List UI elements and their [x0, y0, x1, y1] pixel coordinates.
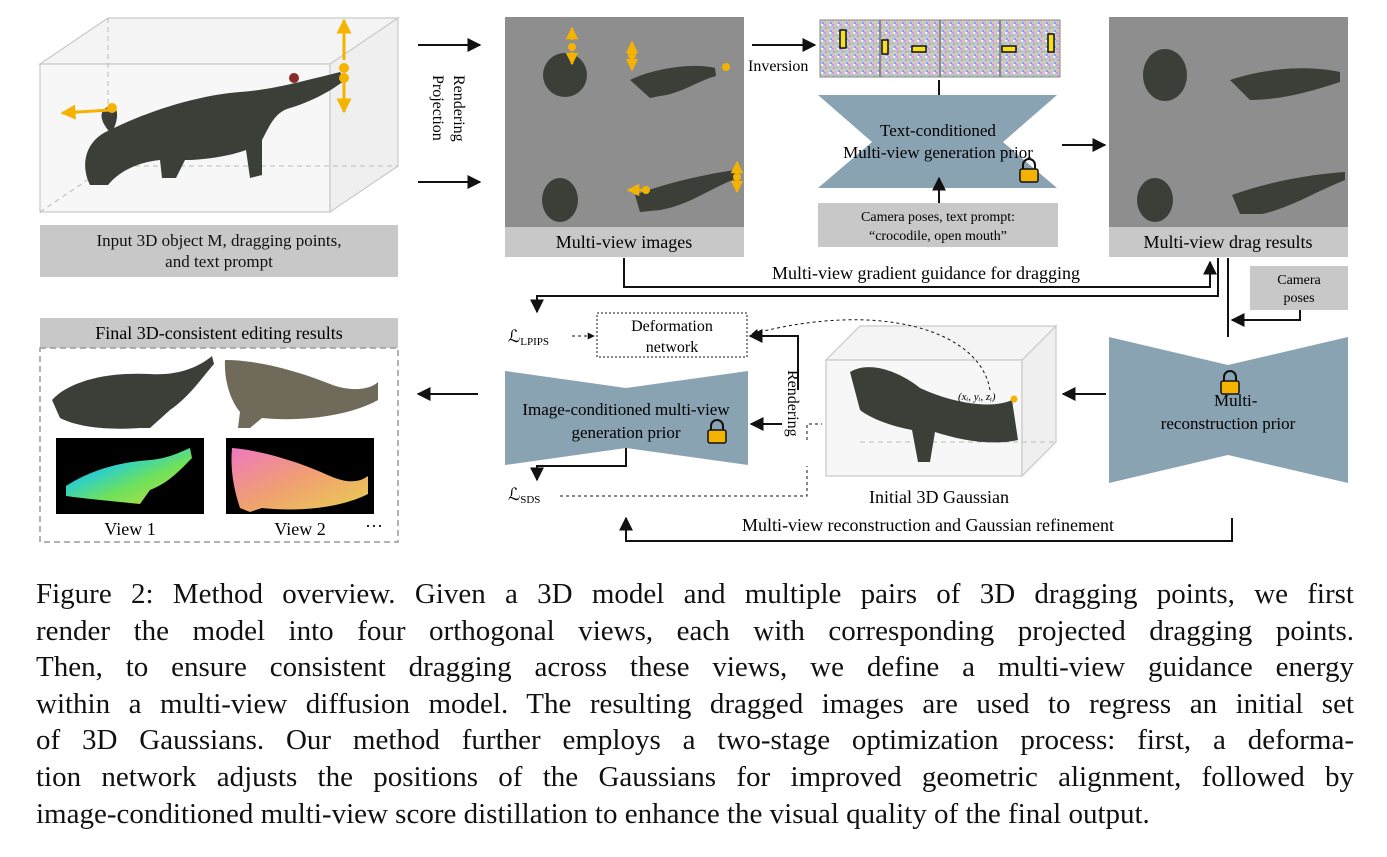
drag-results-label: Multi-view drag results — [1144, 232, 1313, 252]
caption-line: render the model into four orthogonal vi… — [36, 614, 1354, 647]
figure-caption: Figure 2: Method overview. Given a 3D mo… — [36, 576, 1354, 832]
image-conditioned-prior: Image-conditioned multi-view generation … — [505, 371, 748, 465]
deformation-l1: Deformation — [631, 318, 713, 335]
sds-label: ℒSDS — [508, 485, 540, 506]
input-label-box: Input 3D object M, dragging points, and … — [40, 225, 398, 277]
point-label: (xᵢ, yᵢ, zᵢ) — [958, 391, 996, 403]
inversion-label: Inversion — [748, 58, 808, 75]
input-object-box — [38, 16, 400, 214]
recon-prior-l1: Multi- — [1214, 391, 1258, 410]
lock-icon — [1019, 158, 1039, 183]
caption-line: of 3D Gaussians. Our method further empl… — [36, 724, 1354, 757]
camera-poses-l2: poses — [1283, 291, 1314, 306]
view1-label: View 1 — [104, 519, 155, 539]
lock-icon — [707, 419, 727, 444]
final-results-label: Final 3D-consistent editing results — [95, 323, 342, 343]
multiview-images-label: Multi-view images — [556, 232, 692, 252]
text-prior-l1: Text-conditioned — [880, 121, 996, 140]
ellipsis: ··· — [365, 516, 383, 536]
recon-prior-l3: reconstruction prior — [1161, 414, 1296, 433]
camera-text-l2: “crocodile, open mouth” — [869, 229, 1007, 244]
noise-latents — [819, 19, 1061, 78]
text-prior-l2: Multi-view generation prior — [843, 143, 1033, 162]
initial-gaussian-box: (xᵢ, yᵢ, zᵢ) — [824, 324, 1058, 478]
deformation-l2: network — [646, 339, 698, 356]
image-prior-l2: generation prior — [571, 423, 680, 442]
caption-line: Then, to ensure consistent dragging acro… — [36, 651, 1354, 684]
input-label-l1: Input 3D object M, dragging points, — [96, 231, 342, 250]
text-conditioned-prior: Text-conditioned Multi-view generation p… — [818, 95, 1057, 188]
camera-text-l1: Camera poses, text prompt: — [861, 210, 1015, 225]
initial-gaussian-label: Initial 3D Gaussian — [869, 487, 1009, 507]
gradient-guidance-label: Multi-view gradient guidance for draggin… — [772, 263, 1080, 283]
rendering-vertical: Rendering — [784, 370, 801, 437]
image-prior-l1: Image-conditioned multi-view — [522, 400, 730, 419]
final-results-panel: Final 3D-consistent editing results View… — [39, 318, 399, 543]
rendering-projection-l1: Rendering — [450, 75, 467, 142]
input-label-l2: and text prompt — [165, 252, 273, 271]
drag-results-panel: Multi-view drag results — [1109, 17, 1348, 257]
caption-line: image-conditioned multi-view score disti… — [36, 797, 1150, 830]
reconstruction-prior: Multi- reconstruction prior — [1109, 337, 1348, 483]
camera-poses-l1: Camera — [1277, 273, 1321, 288]
refinement-label: Multi-view reconstruction and Gaussian r… — [742, 515, 1114, 535]
lpips-label: ℒLPIPS — [508, 327, 549, 348]
caption-line: tion network adjusts the positions of th… — [36, 760, 1354, 793]
rendering-projection-l2: Projection — [429, 75, 446, 141]
caption-line: Figure 2: Method overview. Given a 3D mo… — [36, 578, 1354, 610]
caption-line: within a multi-view diffusion model. The… — [36, 687, 1354, 720]
method-overview-diagram: Multi-view images Rendering Projection I… — [38, 16, 1348, 543]
multiview-images-panel: Multi-view images — [505, 17, 744, 257]
lock-icon — [1220, 370, 1240, 395]
view2-label: View 2 — [274, 519, 325, 539]
